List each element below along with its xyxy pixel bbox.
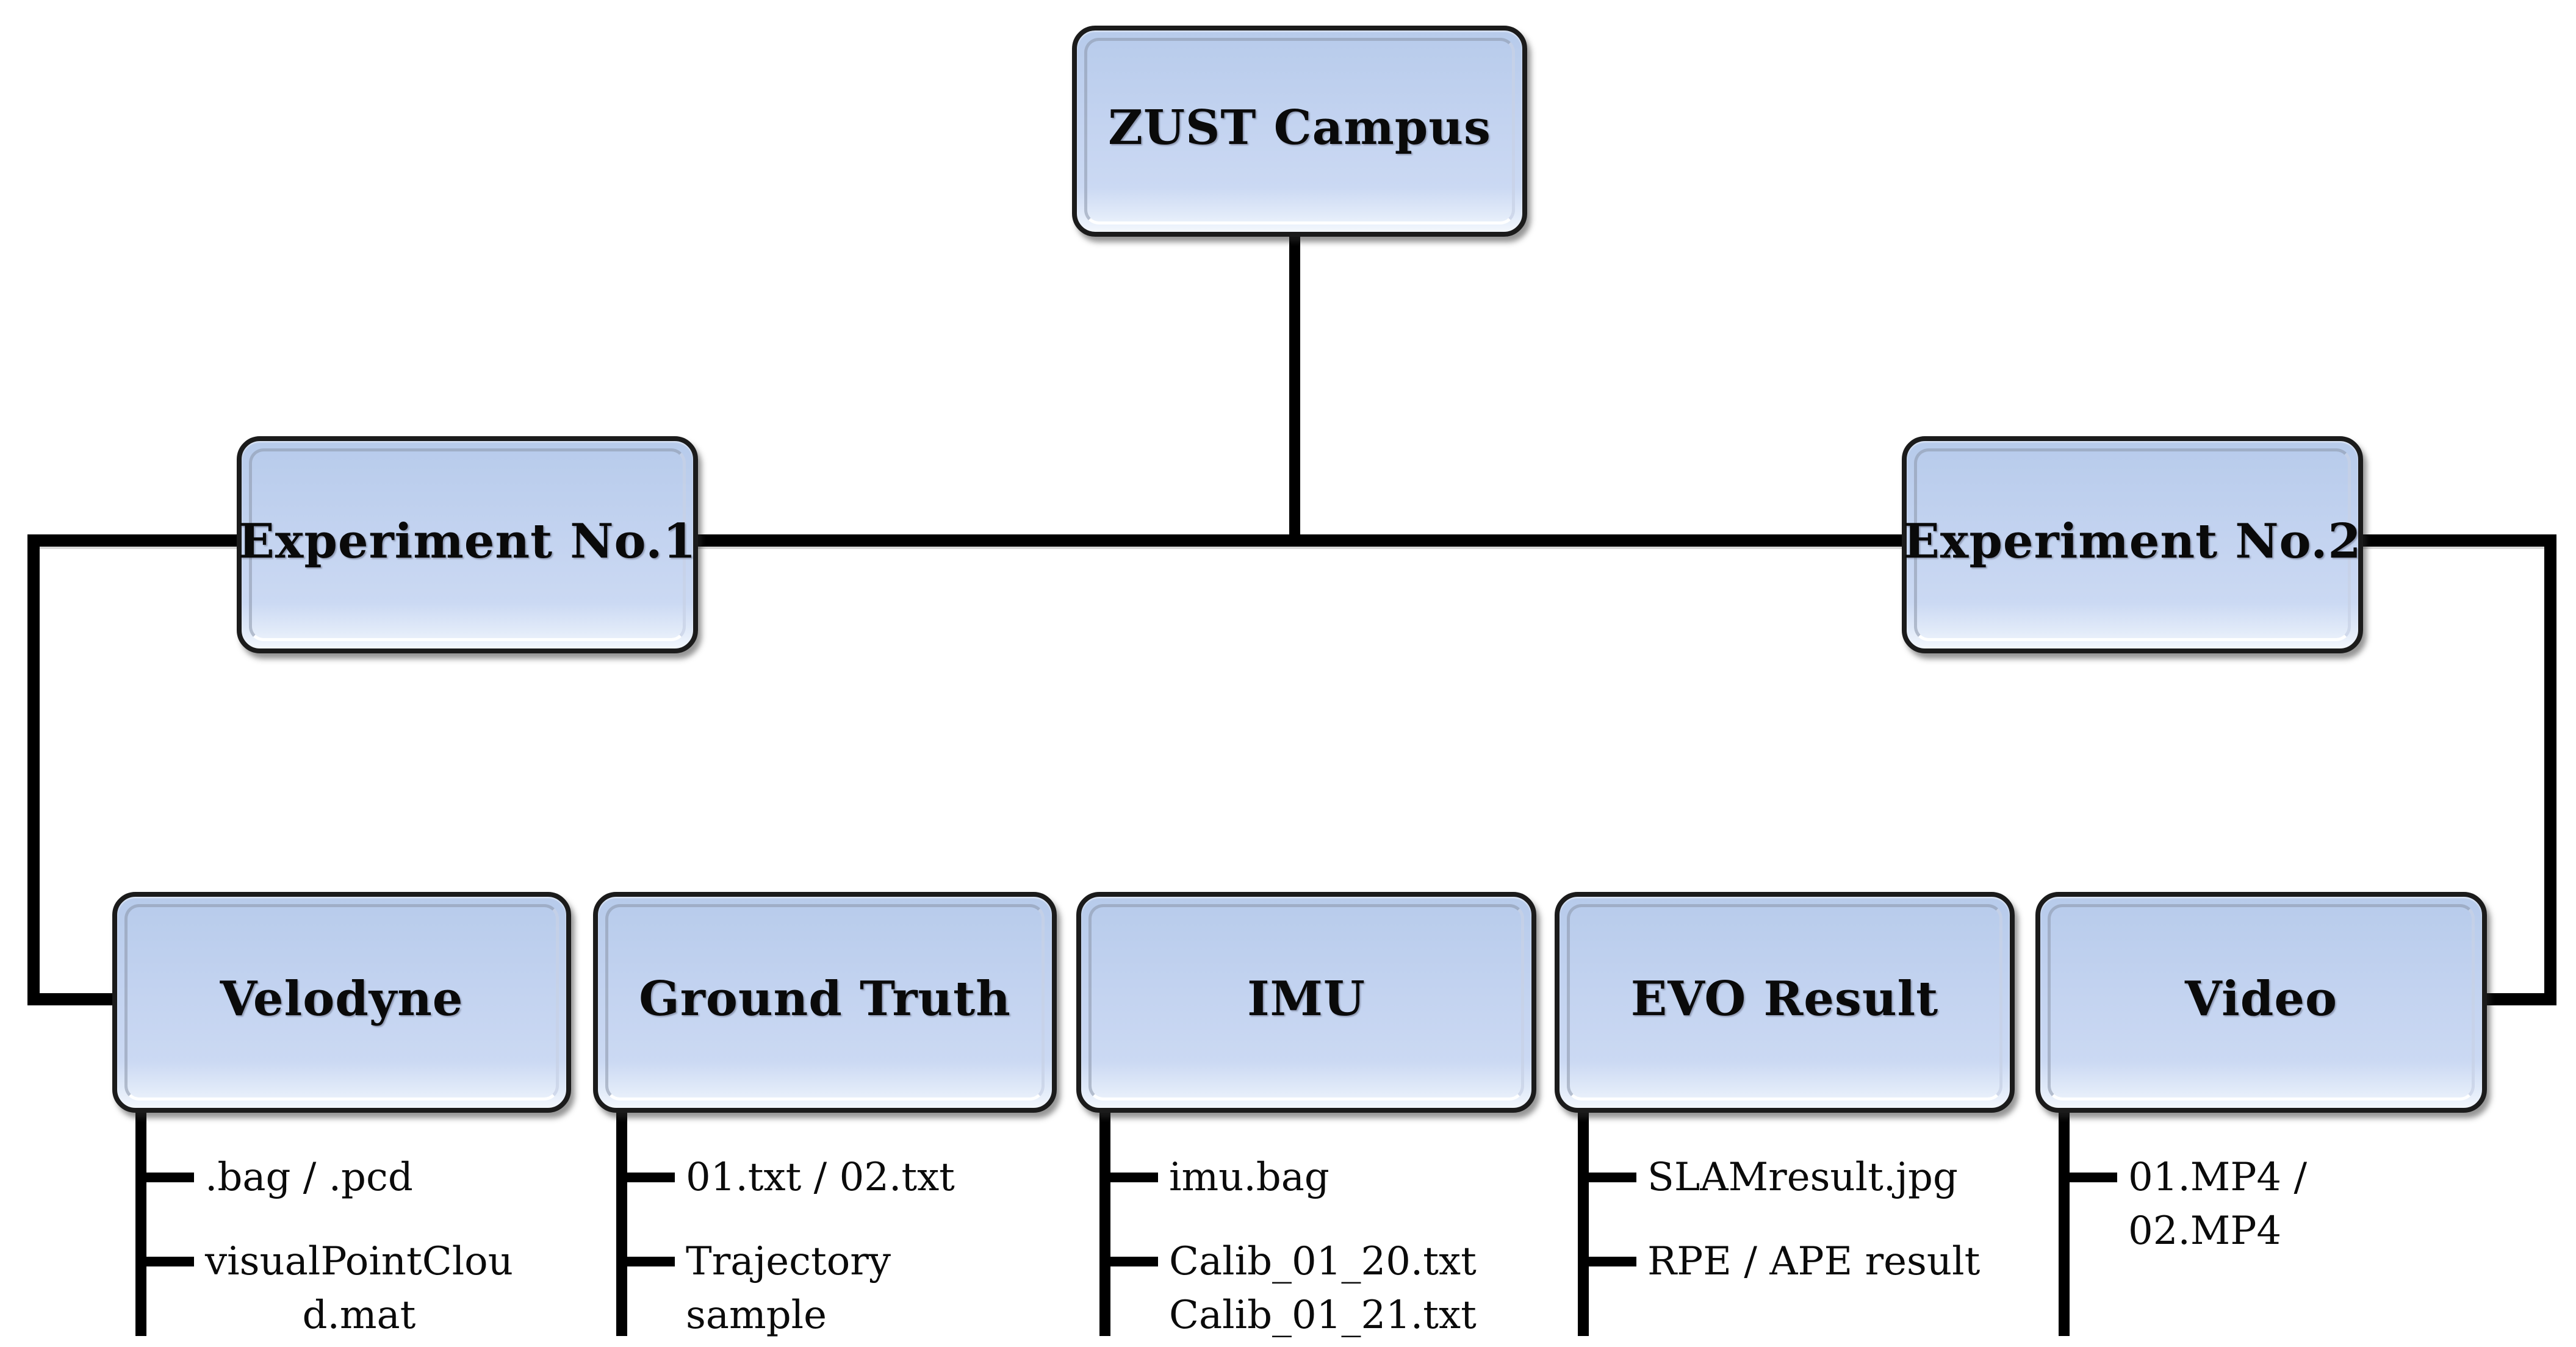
file-bag-pcd: .bag / .pcd <box>205 1155 413 1200</box>
video-tick-1 <box>2059 1173 2117 1182</box>
ground-truth-tick-2 <box>616 1257 675 1266</box>
node-ground-truth-label: Ground Truth <box>639 971 1011 1027</box>
evo-result-stem <box>1578 1097 1589 1336</box>
velodyne-tick-2 <box>135 1257 194 1266</box>
file-01txt-02txt: 01.txt / 02.txt <box>686 1155 955 1200</box>
connector-right-elbow <box>2470 993 2556 1005</box>
node-imu-label: IMU <box>1247 971 1365 1027</box>
file-visualpointcloud-mat: visualPointClou d.mat <box>205 1239 513 1338</box>
node-experiment-2-label: Experiment No.2 <box>1903 513 2362 569</box>
file-trajectory-sample: Trajectory sample <box>686 1239 891 1338</box>
node-velodyne-label: Velodyne <box>220 971 464 1027</box>
file-calib-txt: Calib_01_20.txt Calib_01_21.txt <box>1169 1239 1477 1338</box>
file-01mp4-02mp4: 01.MP4 / 02.MP4 <box>2128 1155 2307 1254</box>
node-video-label: Video <box>2185 971 2337 1027</box>
velodyne-stem <box>135 1097 146 1336</box>
node-imu: IMU <box>1076 892 1536 1113</box>
velodyne-tick-1 <box>135 1173 194 1182</box>
node-evo-result: EVO Result <box>1555 892 2015 1113</box>
imu-tick-1 <box>1099 1173 1158 1182</box>
video-stem <box>2059 1097 2070 1336</box>
node-experiment-2: Experiment No.2 <box>1902 436 2363 653</box>
connector-left-vertical <box>27 534 40 1005</box>
connector-right-vertical <box>2544 534 2556 1005</box>
node-velodyne: Velodyne <box>112 892 571 1113</box>
imu-stem <box>1099 1097 1110 1336</box>
node-experiment-1: Experiment No.1 <box>237 436 698 653</box>
node-evo-result-label: EVO Result <box>1630 971 1939 1027</box>
connector-left-elbow <box>27 993 125 1005</box>
evo-result-tick-1 <box>1578 1173 1636 1182</box>
node-zust-campus: ZUST Campus <box>1072 26 1527 237</box>
file-slamresult-jpg: SLAMresult.jpg <box>1647 1155 1958 1200</box>
file-imu-bag: imu.bag <box>1169 1155 1329 1200</box>
ground-truth-tick-1 <box>616 1173 675 1182</box>
node-ground-truth: Ground Truth <box>593 892 1057 1113</box>
ground-truth-stem <box>616 1097 627 1336</box>
evo-result-tick-2 <box>1578 1257 1636 1266</box>
file-rpe-ape-result: RPE / APE result <box>1647 1239 1981 1284</box>
imu-tick-2 <box>1099 1257 1158 1266</box>
connector-root-stem <box>1289 224 1300 544</box>
node-video: Video <box>2035 892 2487 1113</box>
node-zust-campus-label: ZUST Campus <box>1108 99 1491 156</box>
node-experiment-1-label: Experiment No.1 <box>238 513 697 569</box>
